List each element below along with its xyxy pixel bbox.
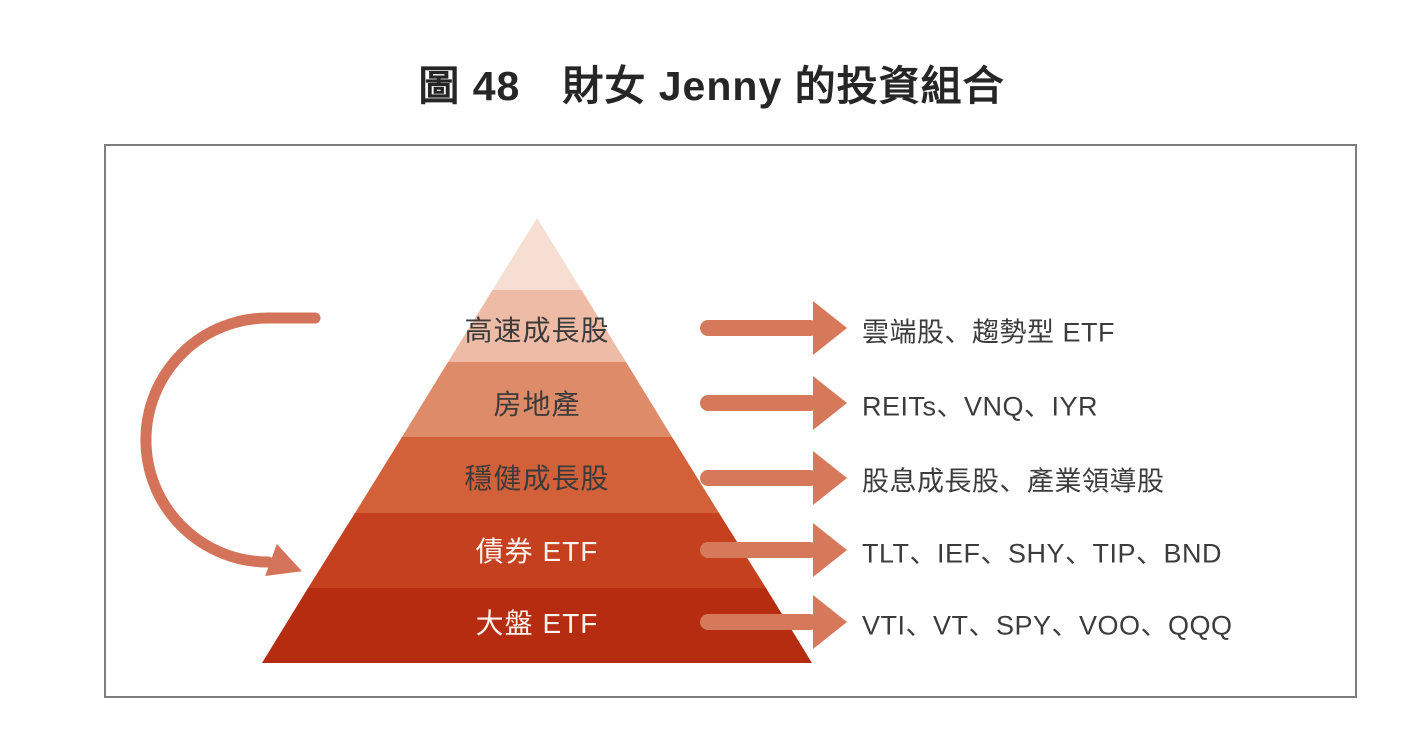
- figure-frame: [104, 144, 1357, 698]
- mapping-text-market-etf: VTI、VT、SPY、VOO、QQQ: [862, 610, 1233, 641]
- figure-title: 圖 48 財女 Jenny 的投資組合: [418, 63, 1005, 109]
- pyramid-level-real-estate: [402, 362, 672, 437]
- arrow-icon-market-etf: [700, 595, 847, 649]
- arrow-icon-high-growth: [700, 301, 847, 355]
- pyramid-label-bond-etf: 債券 ETF: [475, 536, 599, 567]
- pyramid-label-stable-growth: 穩健成長股: [464, 463, 610, 494]
- mapping-text-real-estate: REITs、VNQ、IYR: [862, 391, 1099, 422]
- arrow-icon-stable-growth: [700, 451, 847, 505]
- pyramid-label-high-growth: 高速成長股: [464, 315, 610, 346]
- pyramid-level-market-etf: [262, 588, 812, 663]
- pyramid-label-market-etf: 大盤 ETF: [475, 608, 599, 639]
- pyramid-level-bond-etf: [308, 513, 766, 588]
- pyramid-label-real-estate: 房地產: [493, 389, 581, 420]
- mapping-text-bond-etf: TLT、IEF、SHY、TIP、BND: [862, 538, 1223, 569]
- mapping-text-high-growth: 雲端股、趨勢型 ETF: [862, 317, 1115, 348]
- arrow-icon-real-estate: [700, 376, 847, 430]
- pyramid-level-stable-growth: [355, 437, 719, 513]
- loop-arrow-icon: [140, 312, 321, 576]
- pyramid-level-high-growth: [448, 290, 626, 362]
- arrow-icon-bond-etf: [700, 523, 847, 577]
- mapping-text-stable-growth: 股息成長股、產業領導股: [862, 466, 1165, 497]
- pyramid-level-apex: [492, 218, 582, 290]
